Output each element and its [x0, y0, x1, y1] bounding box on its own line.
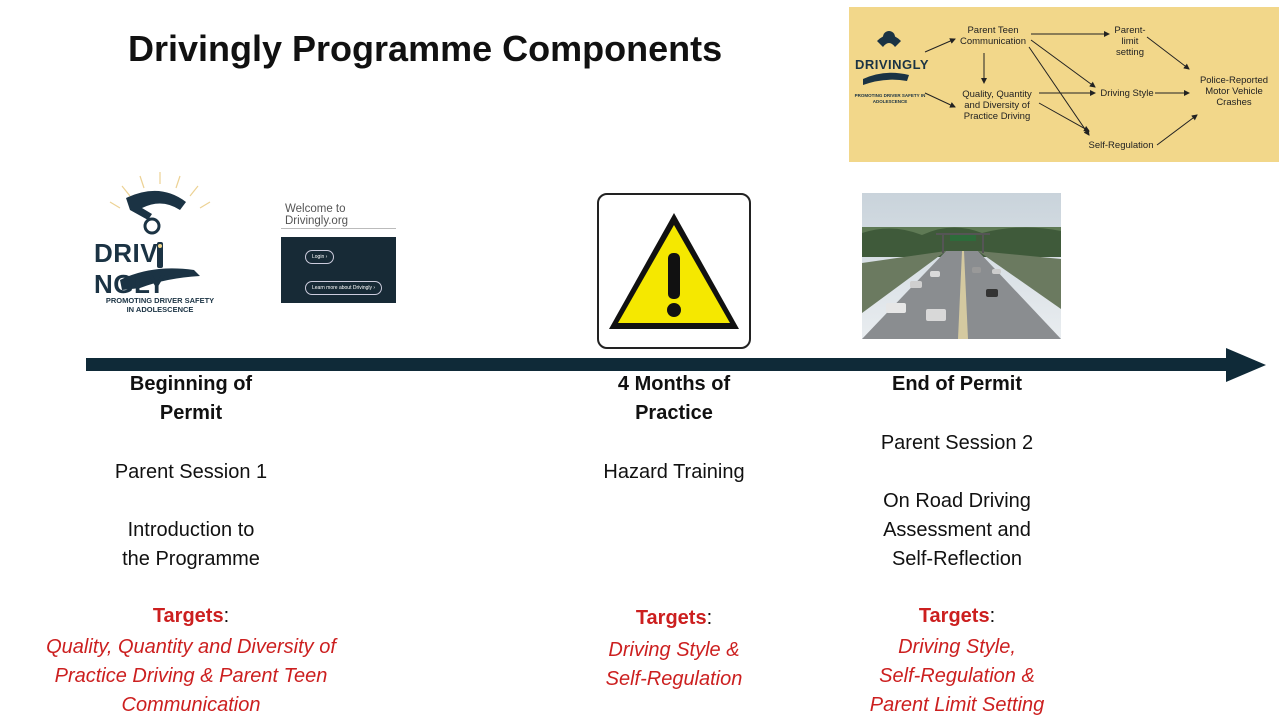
node-parent-limit-setting: Parent-limit setting [1114, 25, 1146, 58]
node-crashes: Police-Reported Motor Vehicle Crashes [1199, 75, 1269, 108]
website-welcome: Welcome to Drivingly.org [285, 203, 349, 227]
page-title: Drivingly Programme Components [128, 28, 723, 69]
stage-3-detail: On Road Driving Assessment and Self-Refl… [883, 490, 1031, 570]
stage-1-session: Parent Session 1 [114, 461, 268, 483]
logo-brand-text: DRIVNGLY [94, 238, 166, 299]
logic-model-diagram: DRIVINGLY PROMOTING DRIVER SAFETY IN ADO… [849, 7, 1279, 162]
stage-3-targets-label: Targets: [918, 605, 996, 627]
key-icon [157, 242, 163, 268]
hazard-sign [597, 193, 751, 349]
warning-icon [609, 213, 739, 329]
website-preview: Welcome to Drivingly.org Login › Learn m… [281, 197, 396, 303]
highway-image [862, 193, 1061, 339]
stage-3-targets: Driving Style, Self-Regulation & Parent … [869, 636, 1045, 716]
stage-1-targets-label: Targets: [152, 605, 230, 627]
stage-3-session: Parent Session 2 [880, 432, 1034, 454]
node-self-regulation: Self-Regulation [1088, 140, 1154, 151]
stage-2-session: Hazard Training [603, 461, 745, 483]
stage-1-targets: Quality, Quantity and Diversity of Pract… [46, 636, 336, 716]
stage-2-targets: Driving Style & Self-Regulation [605, 639, 743, 690]
node-practice-driving: Quality, Quantity and Diversity of Pract… [962, 89, 1032, 122]
stage-3-heading: End of Permit [891, 373, 1022, 395]
logo-tagline: PROMOTING DRIVER SAFETY IN ADOLESCENCE [105, 296, 215, 314]
stage-2-heading: 4 Months of Practice [617, 373, 731, 424]
login-button[interactable]: Login › [305, 250, 335, 264]
stage-2-targets-label: Targets: [635, 607, 713, 629]
stage-1-heading: Beginning of Permit [129, 373, 253, 424]
node-parent-teen-communication: Parent Teen Communication [960, 25, 1026, 47]
website-divider [281, 228, 396, 229]
highway-photo [862, 193, 1061, 339]
mini-logo-brand: DRIVINGLY [855, 57, 930, 72]
mini-logo-tagline: PROMOTING DRIVER SAFETY IN ADOLESCENCE [854, 93, 926, 104]
mini-logo-mark [863, 31, 909, 85]
timeline-arrow [86, 348, 1266, 382]
node-driving-style: Driving Style [1100, 88, 1154, 99]
website-panel: Login › Learn more about Drivingly › [281, 237, 396, 303]
drivingly-logo: DRIVNGLY PROMOTING DRIVER SAFETY IN ADOL… [90, 168, 230, 328]
stage-1-detail: Introduction to the Programme [122, 519, 260, 570]
logic-model-arrows [863, 31, 1198, 146]
learn-more-button[interactable]: Learn more about Drivingly › [305, 281, 383, 295]
logo-mark [109, 172, 211, 290]
chevron-right-icon: › [373, 285, 376, 291]
chevron-right-icon: › [325, 254, 328, 260]
